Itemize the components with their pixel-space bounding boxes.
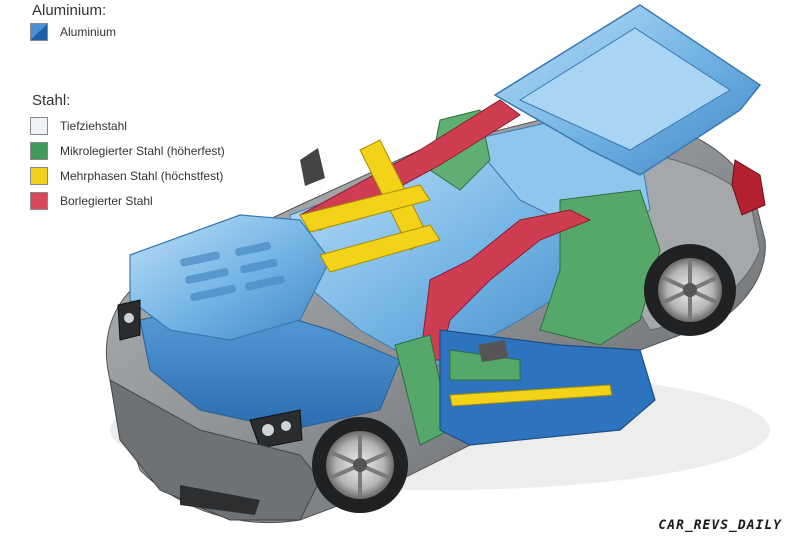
hood-vents: [180, 241, 285, 302]
rear-wheel: [644, 244, 736, 336]
seat-crossmember-yellow: [319, 224, 441, 273]
legend-item-tiefziehstahl: Tiefziehstahl: [30, 116, 127, 136]
wheel-icon: [312, 417, 408, 513]
legend-label-tiefziehstahl: Tiefziehstahl: [60, 119, 127, 133]
front-bumper: [109, 379, 321, 521]
rear-hatch-window-frame: [518, 27, 731, 151]
legend-item-mikrolegierter-stahl: Mikrolegierter Stahl (höherfest): [30, 141, 225, 161]
front-hood-aluminium: [129, 214, 331, 341]
legend-item-mehrphasen-stahl: Mehrphasen Stahl (höchstfest): [30, 166, 223, 186]
swatch-mehrphasen-stahl: [30, 167, 48, 185]
swatch-borlegierter-stahl: [30, 192, 48, 210]
tail-light: [731, 159, 766, 216]
front-air-intake: [180, 485, 260, 515]
legend-label-borlegierter-stahl: Borlegierter Stahl: [60, 194, 153, 208]
legend-label-aluminium: Aluminium: [60, 25, 117, 39]
legend-aluminium-heading: Aluminium:: [32, 2, 107, 19]
legend-label-mehrphasen-stahl: Mehrphasen Stahl (höchstfest): [60, 169, 224, 183]
door-mirror: [478, 340, 508, 362]
legend-label-mikrolegierter-stahl: Mikrolegierter Stahl (höherfest): [60, 144, 225, 158]
watermark-text: CAR_REVS_DAILY: [658, 518, 782, 533]
legend-item-borlegierter-stahl: Borlegierter Stahl: [30, 191, 153, 211]
roof-rail-boron-steel: [299, 99, 521, 231]
left-headlight: [117, 299, 141, 341]
rear-structure-green: [539, 189, 661, 346]
swatch-mikrolegierter-stahl: [30, 142, 48, 160]
door-impact-beam-yellow: [449, 384, 613, 407]
floor-crossmember-yellow: [299, 184, 431, 233]
legend-steel-heading: Stahl:: [32, 92, 71, 109]
swatch-aluminium: [30, 23, 48, 41]
swatch-tiefziehstahl: [30, 117, 48, 135]
headlight-icon: [249, 409, 303, 449]
mirror-icon: [300, 148, 325, 186]
legend-item-aluminium: Aluminium: [30, 22, 116, 42]
